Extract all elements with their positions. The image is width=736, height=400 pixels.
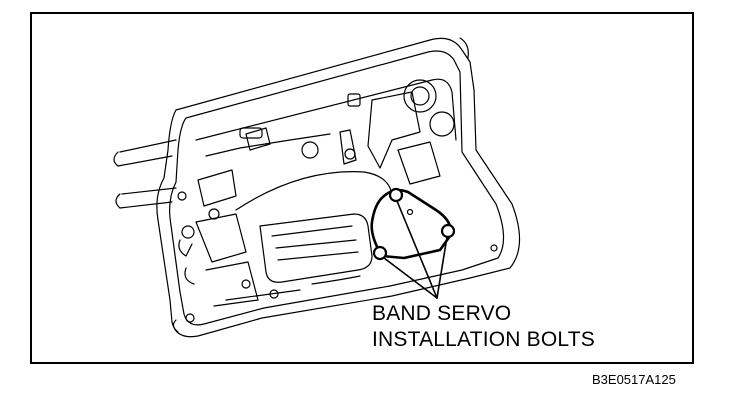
case-outline <box>156 37 521 338</box>
bolt-bottom <box>372 245 388 261</box>
callout-label-line-2: INSTALLATION BOLTS <box>372 328 595 351</box>
callout-label-line-1: BAND SERVO <box>372 302 512 325</box>
case-inner-ribs <box>178 78 457 307</box>
band-servo-cover <box>370 188 452 260</box>
bolt-marker <box>372 187 456 261</box>
case-bosses <box>177 79 498 323</box>
bolt-top <box>388 187 404 203</box>
figure-code: B3E0517A125 <box>592 372 676 387</box>
shaft-stubs <box>113 139 177 209</box>
leader-line <box>383 200 448 299</box>
bolt-right <box>440 223 456 239</box>
figure-frame <box>30 12 694 364</box>
